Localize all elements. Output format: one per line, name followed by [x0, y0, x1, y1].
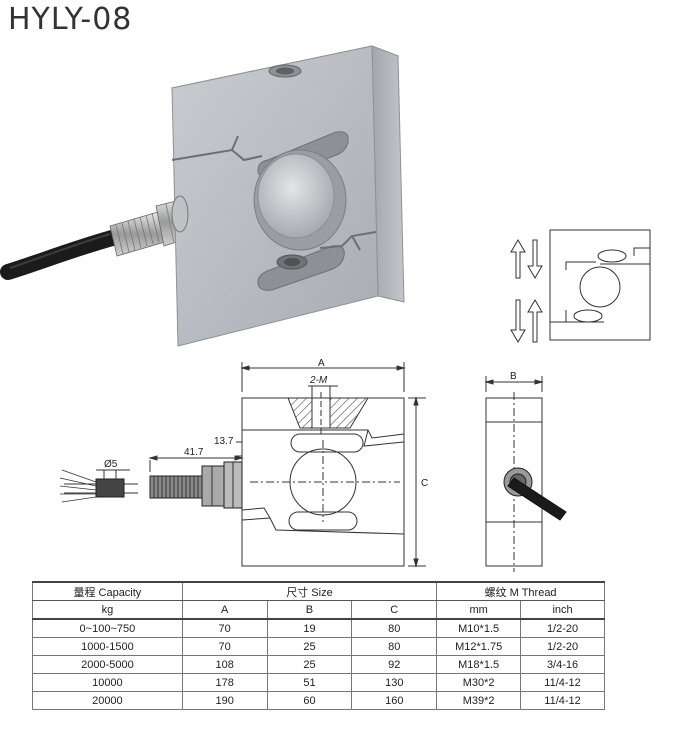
table-cell: M18*1.5: [436, 655, 522, 674]
subheader-cell: B: [266, 600, 353, 620]
subheader-cell: inch: [520, 600, 605, 620]
dim-label-c: C: [421, 478, 428, 489]
front-view-drawing: [59, 362, 426, 568]
table-cell: 19: [266, 618, 353, 638]
table-cell: 80: [351, 637, 438, 656]
load-cell-photo: [0, 45, 405, 347]
table-cell: 25: [266, 637, 353, 656]
table-cell: 108: [181, 655, 268, 674]
table-cell: 70: [181, 637, 268, 656]
table-cell: 178: [181, 673, 268, 692]
table-row: 0~100~750 70 19 80 M10*1.5 1/2-20: [32, 618, 605, 638]
dim-label-41-7: 41.7: [184, 447, 204, 458]
table-cell: M10*1.5: [436, 618, 522, 638]
table-cell: 0~100~750: [32, 618, 183, 638]
side-view-drawing: [484, 376, 567, 572]
table-cell: 160: [351, 691, 438, 710]
table-cell: 51: [266, 673, 353, 692]
table-cell: 1000-1500: [32, 637, 183, 656]
table-cell: M39*2: [436, 691, 522, 710]
table-cell: 20000: [32, 691, 183, 710]
table-cell: M30*2: [436, 673, 522, 692]
header-size: 尺寸 Size: [181, 581, 438, 601]
header-thread: 螺纹 M Thread: [436, 581, 605, 601]
subheader-cell: C: [351, 600, 438, 620]
table-cell: 130: [351, 673, 438, 692]
table-row: 1000-1500 70 25 80 M12*1.75 1/2-20: [32, 637, 605, 656]
subheader-cell: kg: [32, 600, 183, 620]
table-cell: 25: [266, 655, 353, 674]
table-cell: 92: [351, 655, 438, 674]
load-direction-diagram: [510, 229, 651, 343]
table-cell: 1/2-20: [520, 618, 605, 638]
table-cell: 80: [351, 618, 438, 638]
table-row: 2000-5000 108 25 92 M18*1.5 3/4-16: [32, 655, 605, 674]
table-cell: 11/4-12: [520, 691, 605, 710]
spec-table: 量程 Capacity 尺寸 Size 螺纹 M Thread kg A B C…: [32, 581, 605, 710]
table-subheader-row: kg A B C mm inch: [32, 600, 605, 620]
table-row: 10000 178 51 130 M30*2 11/4-12: [32, 673, 605, 692]
product-model-title: HYLY-08: [8, 2, 133, 37]
table-header-row: 量程 Capacity 尺寸 Size 螺纹 M Thread: [32, 581, 605, 601]
technical-drawing: A 2-M 13.7 41.7 Ø5 C B: [0, 45, 651, 572]
dim-label-a: A: [318, 358, 325, 369]
header-capacity: 量程 Capacity: [32, 581, 183, 601]
subheader-cell: A: [181, 600, 268, 620]
dim-label-b: B: [510, 371, 517, 382]
dim-label-phi5: Ø5: [104, 459, 118, 470]
table-cell: 190: [181, 691, 268, 710]
table-cell: 10000: [32, 673, 183, 692]
table-cell: 70: [181, 618, 268, 638]
table-cell: 60: [266, 691, 353, 710]
table-cell: 11/4-12: [520, 673, 605, 692]
table-cell: 3/4-16: [520, 655, 605, 674]
table-cell: 2000-5000: [32, 655, 183, 674]
table-cell: M12*1.75: [436, 637, 522, 656]
table-row: 20000 190 60 160 M39*2 11/4-12: [32, 691, 605, 710]
dim-label-13-7: 13.7: [214, 436, 234, 447]
dim-label-2m: 2-M: [309, 375, 328, 386]
subheader-cell: mm: [436, 600, 522, 620]
table-cell: 1/2-20: [520, 637, 605, 656]
